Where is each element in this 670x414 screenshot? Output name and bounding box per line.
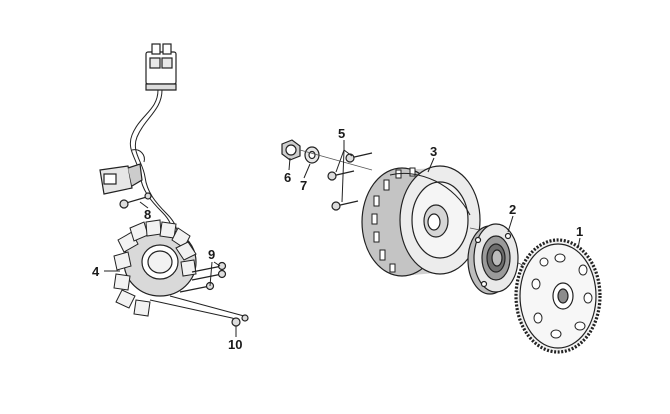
starter-one-way-clutch-2 [467,223,519,295]
wire-clamp-10 [149,295,249,327]
stator [113,219,197,317]
sensor-bolt-8 [119,192,152,209]
callout-10: 10 [228,337,242,352]
callout-9: 9 [208,247,215,262]
leader-lines [104,140,581,337]
pickup-sensor [99,163,143,195]
washer-7 [304,146,320,164]
flywheel-nut-6 [281,139,301,161]
starter-driven-gear-1 [514,238,602,354]
wire-connector [145,43,177,91]
callout-labels: 1 2 3 4 5 6 7 8 9 10 [92,126,583,352]
flywheel-rotor-3 [361,165,481,277]
callout-2: 2 [509,202,516,217]
one-way-clutch-bolts-5 [327,152,373,211]
callout-7: 7 [300,178,307,193]
callout-5: 5 [338,126,345,141]
callout-3: 3 [430,144,437,159]
callout-8: 8 [144,207,151,222]
callout-1: 1 [576,224,583,239]
callout-6: 6 [284,170,291,185]
callout-4: 4 [92,264,100,279]
